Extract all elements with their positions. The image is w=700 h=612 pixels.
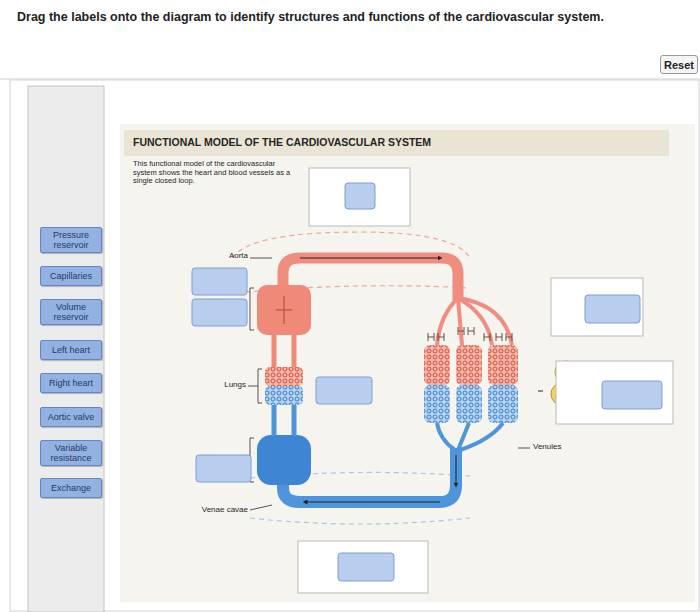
drag-label: Right heart <box>40 373 102 393</box>
drag-label: Volume reservoir <box>40 299 102 325</box>
drag-label: Aortic valve <box>40 407 102 427</box>
bracket <box>248 369 262 403</box>
label-text: Volume reservoir <box>44 302 98 322</box>
instruction-title: Drag the labels onto the diagram to iden… <box>17 10 657 24</box>
lung-capillaries <box>265 386 303 405</box>
structure-label: Venae cavae <box>186 505 248 514</box>
label-text: Variable resistance <box>44 443 98 463</box>
lung-capillaries <box>265 367 303 386</box>
drag-label: Left heart <box>40 340 102 360</box>
drag-label: Variable resistance <box>40 440 102 466</box>
right-heart-chamber <box>257 435 311 485</box>
flow-arrow <box>305 502 440 503</box>
flow-arrow <box>456 455 457 485</box>
figure-heading: FUNCTIONAL MODEL OF THE CARDIOVASCULAR S… <box>133 136 653 148</box>
flow-arrow <box>300 258 440 259</box>
pulmonary-vessels <box>274 404 294 436</box>
structure-label: Venules <box>533 442 583 451</box>
label-text: Right heart <box>49 378 93 388</box>
structure-label: Aorta <box>214 251 248 260</box>
dashed-arc <box>250 518 470 524</box>
arteries <box>437 298 512 345</box>
figure-header-band <box>124 130 669 156</box>
systemic-capillaries <box>424 345 518 423</box>
drag-label: Exchange <box>40 478 102 498</box>
left-heart-chamber <box>257 285 311 335</box>
leader-line <box>250 258 272 259</box>
figure-panel <box>120 124 695 602</box>
label-text: Reset <box>664 59 694 71</box>
divider <box>0 79 700 80</box>
label-bank <box>28 86 104 612</box>
bracket <box>250 288 254 330</box>
resistance-symbols <box>428 327 512 341</box>
venules <box>437 423 503 450</box>
drag-label: Capillaries <box>40 266 102 286</box>
reset-button: Reset <box>660 55 698 74</box>
heart-valve <box>276 296 292 324</box>
label-text: Exchange <box>51 483 91 493</box>
label-text: Aortic valve <box>48 412 95 422</box>
workspace-frame <box>10 80 699 611</box>
structure-label: Lungs <box>212 380 246 389</box>
pulmonary-vessels <box>274 335 294 368</box>
drop-targets <box>192 168 673 593</box>
leader-line <box>250 505 272 510</box>
figure-caption: This functional model of the cardiovascu… <box>133 160 298 186</box>
drag-label: Pressure reservoir <box>40 227 102 253</box>
label-text: Left heart <box>52 345 90 355</box>
leader-line <box>518 448 530 449</box>
label-text: Pressure reservoir <box>44 230 98 250</box>
label-text: Capillaries <box>50 271 92 281</box>
